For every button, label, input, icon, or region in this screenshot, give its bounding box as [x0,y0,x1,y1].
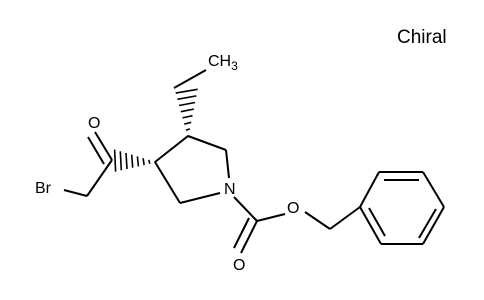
ketone-oxygen: O [88,115,100,132]
bond-acyl-ch2 [86,159,113,197]
bond-ch2-phenyl [329,206,361,230]
bond-c4-c5 [187,135,227,151]
bond-c3-c4 [154,135,189,163]
bond-carbamate-o [256,213,286,222]
bond-c5-n [225,149,230,179]
chiral-flag: Chiral [397,27,447,48]
bond-o-ch2 [304,211,331,230]
bond-ch2-br [63,189,88,197]
carbamate-oxygen: O [233,257,245,274]
hashed-wedge-ethyl [175,88,198,138]
nitrogen-atom: N [224,181,236,198]
bond-n-carbamate [233,196,258,222]
bond-ketone-co-b [87,136,105,165]
hashed-wedge-acyl [113,149,157,172]
bond-ethyl-ch2-ch3 [173,69,207,89]
bromine-atom: Br [35,180,52,197]
bond-c2-c3 [154,161,181,204]
methyl-label: CH3 [208,53,238,73]
bond-n-c2 [179,192,221,204]
phenyl-ring [359,171,445,245]
ester-oxygen: O [287,200,299,217]
bond-carbamate-co-a [240,220,258,254]
bond-carbamate-co-b [233,217,250,249]
bond-ketone-co-a [94,131,113,161]
